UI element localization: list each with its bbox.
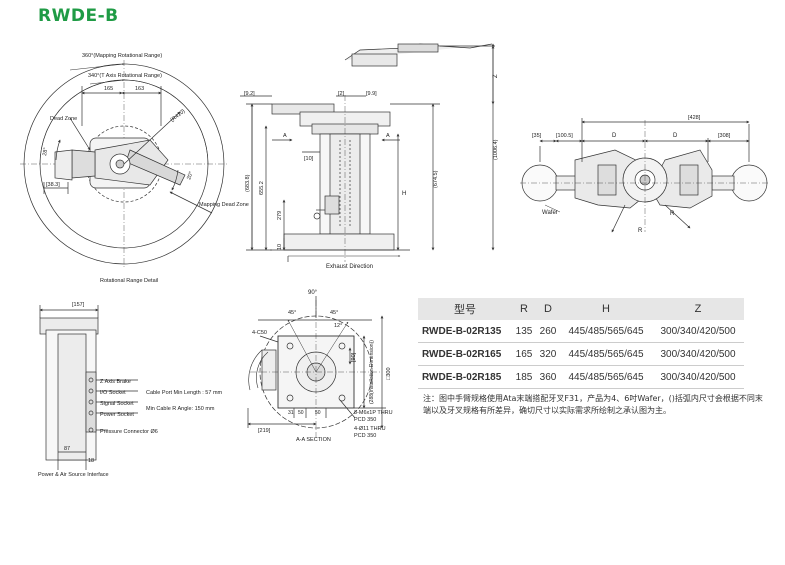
spec-table: 型号 R D H Z RWDE-B-02R135 135 260 445/485…: [418, 298, 744, 389]
section-mark-a-right: A: [386, 133, 390, 139]
dim-300: □300: [386, 368, 392, 381]
dim-31: 31: [288, 410, 294, 416]
cell-d: 260: [539, 325, 557, 337]
angle-90: 90°: [308, 290, 318, 296]
side-elevation-view: [240, 43, 495, 262]
a-a-section-view: [247, 296, 386, 440]
dim-674: (674.5): [433, 170, 439, 188]
dim-35: [35]: [532, 133, 542, 139]
col-d: D: [536, 298, 560, 320]
dim-655: 655.2: [259, 181, 265, 195]
dim-r-left: R: [638, 228, 643, 234]
dim-50-right: 50: [315, 410, 321, 416]
dim-428: [428]: [688, 115, 701, 121]
dim-219: [219]: [258, 428, 271, 434]
pcd-label-1: PCD 350: [354, 417, 376, 423]
dim-18: 18: [88, 458, 94, 464]
table-row: RWDE-B-02R185 185 360 445/485/565/645 30…: [418, 366, 744, 389]
dim-163: 163: [135, 86, 144, 92]
dim-100: [100.5]: [556, 133, 573, 139]
rotational-range-view: [20, 60, 228, 268]
dim-r410: (R410): [170, 108, 187, 123]
dim-2: [2]: [338, 91, 345, 97]
cell-h: 445/485/565/645: [568, 348, 644, 360]
power-socket-label: Power Socket: [100, 412, 134, 418]
thread-label-2: 4-Ø11 THRU: [354, 426, 386, 432]
page-title: RWDE-B: [38, 6, 119, 26]
cell-z: 300/340/420/500: [660, 371, 736, 383]
cell-d: 360: [539, 371, 557, 383]
cell-d: 320: [539, 348, 557, 360]
dim-h: H: [402, 191, 406, 197]
pressure-connector-label: Pressure Connector Ø6: [100, 429, 158, 435]
aa-section-caption: A-A SECTION: [296, 437, 331, 443]
dim-50-left: 50: [298, 410, 304, 416]
dim-10-base: 10: [277, 244, 283, 250]
power-air-caption: Power & Air Source Interface: [38, 472, 109, 478]
cell-model: RWDE-B-02R135: [422, 325, 502, 337]
dim-279: 279: [277, 211, 283, 220]
rotational-range-caption: Rotational Range Detail: [100, 278, 158, 284]
cell-r: 165: [515, 348, 533, 360]
cell-model: RWDE-B-02R165: [422, 348, 502, 360]
thread-label-1: 8-M6x1P THRU: [354, 410, 393, 416]
axis-range-label: 340°(T Axis Rotational Range): [88, 73, 162, 79]
dim-288: (288(Installation Dimension)): [369, 340, 375, 404]
angle-28: 28°: [42, 147, 49, 156]
io-socket-label: I/O Socket: [100, 390, 126, 396]
dim-9-9: [9.9]: [366, 91, 377, 97]
table-row: RWDE-B-02R135 135 260 445/485/565/645 30…: [418, 320, 744, 343]
angle-45-right: 45°: [330, 310, 338, 316]
col-z: Z: [652, 298, 744, 320]
section-mark-a-left: A: [283, 133, 287, 139]
table-row: RWDE-B-02R165 165 320 445/485/565/645 30…: [418, 343, 744, 366]
dim-r-right: R: [670, 211, 675, 217]
spec-table-header: 型号 R D H Z: [418, 298, 744, 320]
dim-10: [10]: [304, 156, 314, 162]
dim-d-left: D: [612, 133, 617, 139]
cell-z: 300/340/420/500: [660, 348, 736, 360]
cable-port-label: Cable Port Min Length : 57 mm: [146, 390, 223, 396]
dim-38: [38.3]: [46, 182, 60, 188]
dim-157: [157]: [72, 302, 85, 308]
col-model: 型号: [418, 298, 512, 320]
cell-r: 135: [515, 325, 533, 337]
min-cable-label: Min Cable R Angle: 150 mm: [146, 406, 215, 412]
dim-9-2: [9.2]: [244, 91, 255, 97]
cell-h: 445/485/565/645: [568, 325, 644, 337]
cell-h: 445/485/565/645: [568, 371, 644, 383]
top-plan-view: [520, 118, 770, 233]
chamfer-label: 4-C50: [252, 330, 267, 336]
angle-12: 12°: [334, 323, 342, 329]
cell-model: RWDE-B-02R185: [422, 371, 502, 383]
wafer-label: Wafer: [542, 210, 558, 216]
angle-20: 20°: [186, 171, 194, 181]
dim-1006: (1006.4): [493, 139, 499, 160]
dim-87: 87: [64, 446, 70, 452]
spec-note: 注：图中手臂规格使用Ata末端搭配牙叉F31，产品为4、6吋Wafer，()括弧…: [423, 394, 763, 415]
mapping-range-label: 360°(Mapping Rotational Range): [82, 53, 162, 59]
angle-45-left: 45°: [288, 310, 296, 316]
interface-side-view: [39, 305, 138, 470]
exhaust-direction-caption: Exhaust Direction: [326, 264, 373, 270]
dim-z: Z: [493, 74, 499, 78]
mapping-dead-zone-label: Mapping Dead Zone: [199, 202, 249, 208]
dim-308: [308]: [718, 133, 731, 139]
z-axis-brake-label: Z Axis Brake: [100, 379, 131, 385]
cell-z: 300/340/420/500: [660, 325, 736, 337]
dead-zone-label: Dead Zone: [50, 116, 77, 122]
signal-socket-label: Signal Socket: [100, 401, 134, 407]
dim-165: 165: [104, 86, 113, 92]
dim-90: [90]: [351, 352, 357, 362]
col-h: H: [560, 298, 652, 320]
dim-d-right: D: [673, 133, 678, 139]
cell-r: 185: [515, 371, 533, 383]
col-r: R: [512, 298, 536, 320]
dim-683: (683.8): [245, 174, 251, 192]
pcd-label-2: PCD 350: [354, 433, 376, 439]
